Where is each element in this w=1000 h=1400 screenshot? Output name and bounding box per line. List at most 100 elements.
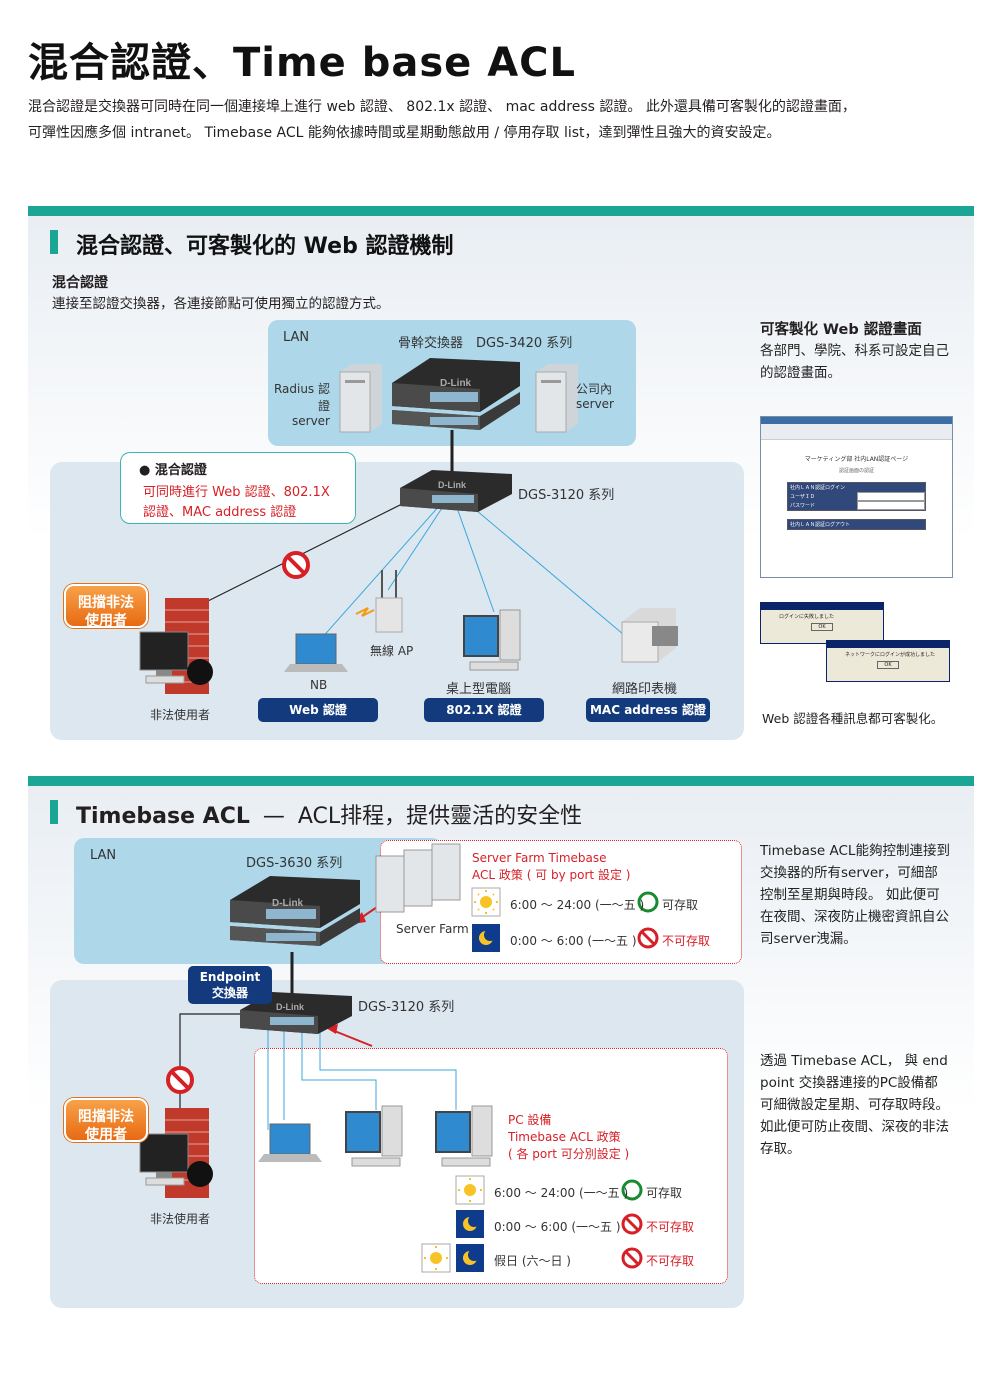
pc-row1-status: 可存取 <box>646 1186 683 1200</box>
section1-title: 混合認證、可客製化的 Web 認證機制 <box>76 234 454 259</box>
server-policy-line-2: ACL 政策 ( 可 by port 設定 ) <box>472 868 631 882</box>
block-line-1: 阻擋非法 <box>78 595 134 611</box>
error-dialog-text: ログインに失敗しました <box>779 614 835 620</box>
intro-text: 混合認證是交換器可同時在同一個連接埠上進行 web 認證、 802.1x 認證、… <box>28 94 978 146</box>
login-pass-field <box>856 501 925 510</box>
block-line-2-2: 使用者 <box>85 1127 127 1143</box>
desktop-icon <box>463 609 521 671</box>
lan-label-2: LAN <box>90 848 117 863</box>
intro-line-2: 可彈性因應多個 intranet。 Timebase ACL 能夠依據時間或星期… <box>28 125 781 141</box>
laptop-icon <box>284 633 348 672</box>
server-farm-label: Server Farm <box>396 922 469 936</box>
error-dialog-titlebar <box>761 603 883 610</box>
illegal-user-label: 非法使用者 <box>150 708 211 722</box>
login-screen-heading: マーケティング部 社内LAN認証ページ <box>804 456 909 463</box>
block-line-2: 使用者 <box>85 613 127 629</box>
moon-icon <box>472 924 500 952</box>
pc-row2-status: 不可存取 <box>646 1220 695 1234</box>
edge-switch-label: DGS-3120 系列 <box>518 488 615 503</box>
radius-label-line-2: server <box>292 414 330 428</box>
endpoint-switch-badge: Endpoint 交換器 <box>188 966 272 1004</box>
illegal-pc-icon <box>139 631 213 685</box>
company-server-label: 公司內 server <box>576 380 614 411</box>
pc-row2-time: 0:00 ～ 6:00 (一～五 ) <box>494 1220 621 1234</box>
core-switch-icon-2 <box>230 876 360 946</box>
moon-icon-2 <box>456 1210 484 1238</box>
sun-icon-2 <box>455 1175 485 1205</box>
intro-line-1: 混合認證是交換器可同時在同一個連接埠上進行 web 認證、 802.1x 認證、… <box>28 99 856 115</box>
desktop-icon-2 <box>345 1105 403 1167</box>
company-label-line-2: server <box>576 397 614 411</box>
pill-mac-auth: MAC address 認證 <box>586 698 710 722</box>
side-caption: Web 認證各種訊息都可客製化。 <box>762 711 944 726</box>
side-title: 可客製化 Web 認證畫面 <box>760 322 922 338</box>
login-screen-titlebar <box>761 417 952 424</box>
pc-policy-line-1: PC 設備 <box>508 1113 552 1127</box>
company-label-line-1: 公司內 <box>576 382 613 396</box>
section1-desc: 連接至認證交換器，各連接節點可使用獨立的認證方式。 <box>52 296 390 312</box>
page-title: 混合認證、Time base ACL <box>28 40 577 86</box>
error-dialog: ログインに失敗しました OK <box>760 602 884 644</box>
illegal-pc-icon-2 <box>139 1133 213 1187</box>
hybrid-auth-callout: ● 混合認證 可同時進行 Web 認證、802.1X 認證、MAC addres… <box>120 452 356 524</box>
section2-title-dash: — <box>262 804 285 829</box>
pill-web-auth: Web 認證 <box>258 698 378 722</box>
side-text-2: Timebase ACL能夠控制連接到交換器的所有server，可細部控制至星期… <box>760 843 950 947</box>
login-screen-sub: 認証画面の認証 <box>838 468 874 474</box>
deny-icon-2 <box>621 1213 643 1235</box>
login-user-label: ユーザＩＤ <box>788 492 857 501</box>
sf-row2-status: 不可存取 <box>662 934 711 948</box>
pc-policy-box <box>254 1048 728 1284</box>
block-line-1-2: 阻擋非法 <box>78 1109 134 1125</box>
core-switch-icon <box>392 358 520 430</box>
core-switch-label: 骨幹交換器 DGS-3420 系列 <box>398 336 573 351</box>
brand-label-3: D-Link <box>272 898 304 909</box>
section2-bar <box>28 776 974 786</box>
section1-bar <box>28 206 974 216</box>
section2-title-rest: ACL排程，提供靈活的安全性 <box>297 804 583 829</box>
endpoint-line-2: 交換器 <box>211 986 248 1000</box>
pill-8021x-auth: 802.1X 認證 <box>424 698 544 722</box>
pc-policy-line-2: Timebase ACL 政策 <box>508 1130 621 1144</box>
side-text-3: 透過 Timebase ACL， 與 end point 交換器連接的PC設備都… <box>760 1053 949 1157</box>
pc-policy-title: PC 設備 Timebase ACL 政策 ( 各 port 可分別設定 ) <box>508 1112 629 1163</box>
server-policy-line-1: Server Farm Timebase <box>472 851 607 865</box>
desktop-icon-3 <box>435 1105 493 1167</box>
block-illegal-badge: 阻擋非法 使用者 <box>64 584 148 629</box>
sf-row1-time: 6:00 ～ 24:00 (一～五 ) <box>510 898 645 912</box>
illegal-user-label-2: 非法使用者 <box>150 1212 211 1226</box>
printer-icon <box>621 608 678 663</box>
logout-form: 社内ＬＡＮ認証ログアウト <box>787 519 926 530</box>
login-form: 社内ＬＡＮ認証ログイン ユーザＩＤ パスワード <box>787 482 926 511</box>
success-dialog-ok: OK <box>877 661 899 669</box>
allow-icon-2 <box>621 1179 643 1201</box>
prohibit-icon <box>282 551 310 579</box>
deny-icon <box>637 927 659 949</box>
login-screen-toolbar <box>761 424 952 440</box>
section2-marker <box>50 800 58 824</box>
sun-icon <box>471 887 501 917</box>
success-dialog-titlebar <box>827 641 949 648</box>
server-policy-title: Server Farm Timebase ACL 政策 ( 可 by port … <box>472 850 630 884</box>
login-pass-label: パスワード <box>788 501 857 510</box>
radius-server-icon <box>339 364 382 433</box>
pc-row3-time: 假日 (六～日 ) <box>494 1254 571 1268</box>
brand-label-4: D-Link <box>276 1002 305 1012</box>
brand-label-1: D-Link <box>440 378 472 389</box>
pc-policy-line-3: ( 各 port 可分別設定 ) <box>508 1147 630 1161</box>
allow-icon <box>637 891 659 913</box>
callout-title: ● 混合認證 <box>139 463 207 478</box>
wireless-ap-icon <box>355 570 403 633</box>
core-switch-label-2: DGS-3630 系列 <box>246 856 343 871</box>
endpoint-line-1: Endpoint <box>199 970 261 984</box>
server-farm-icon <box>375 843 461 913</box>
section1-marker <box>50 230 58 254</box>
logout-form-title: 社内ＬＡＮ認証ログアウト <box>788 520 925 529</box>
section2-title: Timebase ACL — ACL排程，提供靈活的安全性 <box>76 798 582 830</box>
wireless-ap-label: 無線 AP <box>370 644 414 658</box>
nb-label: NB <box>310 678 328 692</box>
side-text: 各部門、學院、科系可設定自己的認證畫面。 <box>760 343 949 381</box>
radius-label: Radius 認證 server <box>262 380 330 428</box>
